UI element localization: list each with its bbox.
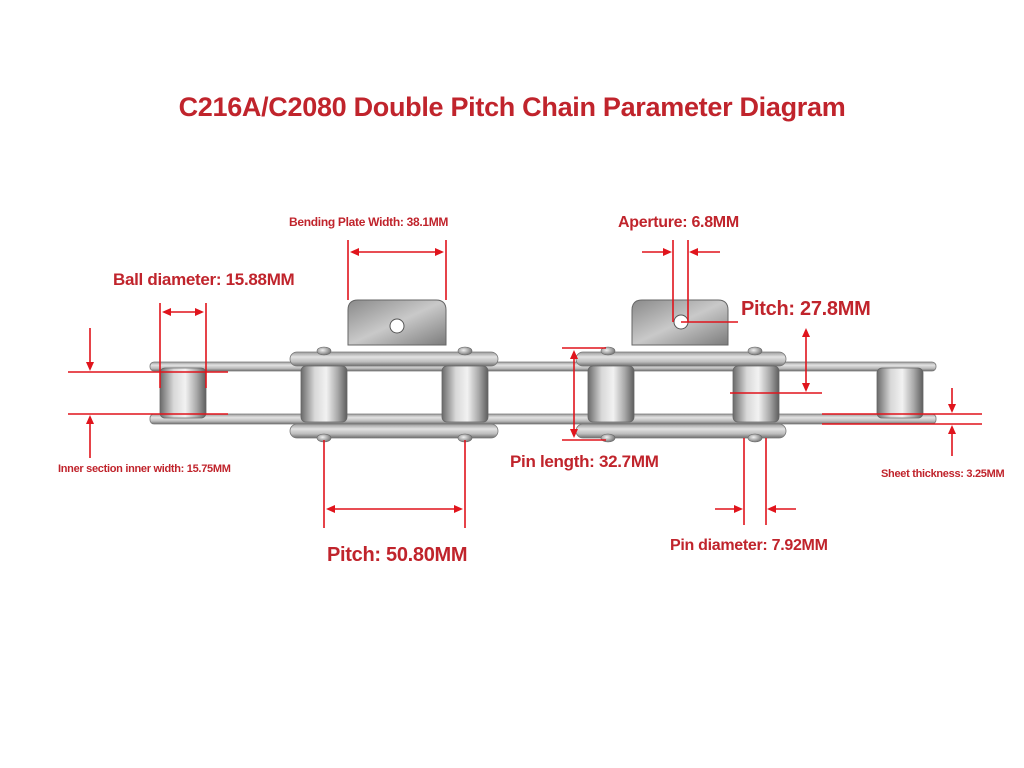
dim-pitch-large bbox=[323, 440, 466, 528]
top-plates bbox=[149, 351, 937, 372]
pin-heads bbox=[316, 346, 763, 443]
roller-3 bbox=[441, 365, 489, 423]
bending-plate-left bbox=[347, 299, 447, 346]
label-bending-plate-width: Bending Plate Width: 38.1MM bbox=[289, 215, 449, 229]
label-inner-width: Inner section inner width: 15.75MM bbox=[58, 463, 231, 475]
dim-pitch-small bbox=[730, 328, 822, 394]
label-pitch-large: Pitch: 50.80MM bbox=[327, 544, 468, 566]
dim-bending-plate-width bbox=[347, 240, 447, 300]
label-pin-length: Pin length: 32.7MM bbox=[510, 452, 659, 471]
roller-1 bbox=[159, 367, 207, 419]
aperture-hole-left bbox=[389, 318, 405, 334]
dim-pin-length bbox=[562, 347, 606, 441]
dim-inner-width bbox=[68, 328, 228, 458]
roller-5 bbox=[732, 365, 780, 423]
roller-6 bbox=[876, 367, 924, 419]
bottom-plates bbox=[149, 413, 937, 439]
diagram-title: C216A/C2080 Double Pitch Chain Parameter… bbox=[178, 92, 846, 122]
dimension-lines bbox=[68, 240, 982, 528]
roller-4 bbox=[587, 365, 635, 423]
label-aperture: Aperture: 6.8MM bbox=[618, 214, 739, 231]
label-ball-diameter: Ball diameter: 15.88MM bbox=[113, 270, 295, 289]
label-pitch-small: Pitch: 27.8MM bbox=[741, 298, 871, 320]
dim-sheet-thickness bbox=[822, 388, 982, 456]
dim-aperture bbox=[642, 240, 738, 323]
roller-2 bbox=[300, 365, 348, 423]
label-pin-diameter: Pin diameter: 7.92MM bbox=[670, 537, 828, 554]
rollers bbox=[159, 365, 924, 423]
dim-pin-diameter bbox=[715, 438, 796, 525]
bending-plate-right bbox=[631, 299, 729, 346]
label-sheet-thickness: Sheet thickness: 3.25MM bbox=[881, 468, 1005, 480]
dim-ball-diameter bbox=[159, 303, 207, 388]
